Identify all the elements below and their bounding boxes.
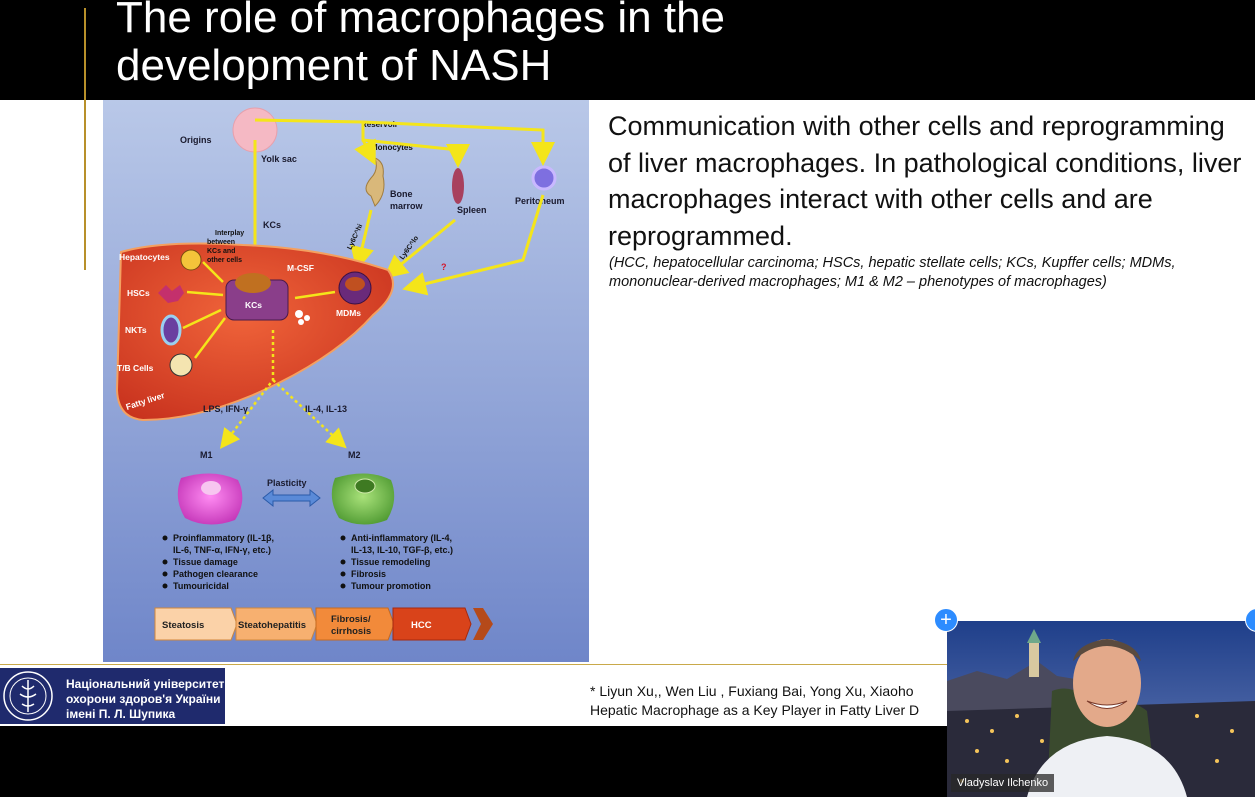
spleen-label: Spleen <box>457 205 487 215</box>
svg-text:Tumour promotion: Tumour promotion <box>351 581 431 591</box>
reference-line-1: * Liyun Xu,, Wen Liu , Fuxiang Bai, Yong… <box>590 683 914 699</box>
stage-steatohepatitis <box>235 607 318 641</box>
bone-marrow-icon <box>365 157 385 207</box>
question-mark: ? <box>441 262 447 272</box>
svg-text:Anti-inflammatory (IL-4,: Anti-inflammatory (IL-4, <box>351 533 452 543</box>
svg-text:Tumouricidal: Tumouricidal <box>173 581 229 591</box>
nkt-icon <box>160 314 182 346</box>
bone-label: Bone <box>390 189 413 199</box>
stage-steatosis-label: Steatosis <box>162 620 204 631</box>
add-annotation-button[interactable]: + <box>934 608 958 632</box>
hscs-label: HSCs <box>127 288 150 298</box>
slide-body: Origins Yolk sac Reservoir Monocytes Bon… <box>0 100 1255 726</box>
m2-label: M2 <box>348 450 361 460</box>
svg-text:Tissue remodeling: Tissue remodeling <box>351 557 430 567</box>
stage-hcc <box>392 607 472 641</box>
macrophage-figure: Origins Yolk sac Reservoir Monocytes Bon… <box>103 100 589 662</box>
hepatocyte-icon <box>180 249 202 271</box>
origins-label: Origins <box>180 135 212 145</box>
yolk-sac-label: Yolk sac <box>261 154 297 164</box>
m2-properties-list: Anti-inflammatory (IL-4, IL-13, IL-10, T… <box>340 533 453 591</box>
m2-cell-icon <box>331 473 395 525</box>
interplay-label-2: between <box>207 239 235 246</box>
abbreviation-note: (HCC, hepatocellular carcinoma; HSCs, he… <box>609 254 1255 292</box>
slide-header: The role of macrophages in the developme… <box>0 0 1255 100</box>
participant-video-tile[interactable]: Vladyslav Ilchenko <box>947 621 1255 797</box>
tb-cells-label: T/B Cells <box>117 363 154 373</box>
svg-text:Pathogen clearance: Pathogen clearance <box>173 569 258 579</box>
video-feed-image <box>947 621 1255 797</box>
kcs-origin-label: KCs <box>263 220 281 230</box>
m1-cell-icon <box>177 473 243 525</box>
plus-icon: + <box>940 609 952 631</box>
university-logo-banner: Національний університет охорони здоров'… <box>0 668 225 724</box>
svg-text:Tissue damage: Tissue damage <box>173 557 238 567</box>
slide-title: The role of macrophages in the developme… <box>116 0 726 90</box>
svg-text:Proinflammatory (IL-1β,: Proinflammatory (IL-1β, <box>173 533 274 543</box>
mdms-label: MDMs <box>336 308 361 318</box>
lps-label: LPS, IFN-γ <box>203 404 248 414</box>
stage-fibrosis-label: Fibrosis/ <box>331 614 371 625</box>
stage-fibrosis <box>315 607 395 641</box>
reference-citation: * Liyun Xu,, Wen Liu , Fuxiang Bai, Yong… <box>590 682 946 720</box>
interplay-label-3: KCs and <box>207 248 235 255</box>
slide-body-text: Communication with other cells and repro… <box>608 111 1242 251</box>
stage-steatosis <box>154 607 238 641</box>
interplay-label-4: other cells <box>207 257 242 264</box>
hepatocytes-label: Hepatocytes <box>119 252 170 262</box>
abbreviation-note-line-1: (HCC, hepatocellular carcinoma; HSCs, he… <box>609 255 1176 271</box>
reference-line-2: Hepatic Macrophage as a Key Player in Fa… <box>590 702 920 718</box>
hsc-icon <box>158 285 184 303</box>
interplay-label-1: Interplay <box>215 230 244 237</box>
stage-end-chevron-icon <box>473 608 493 640</box>
peritoneum-icon <box>531 165 557 191</box>
stage-hcc-label: HCC <box>411 620 432 631</box>
plasticity-label: Plasticity <box>267 478 307 488</box>
reservoir-label: Reservoir <box>361 120 398 129</box>
nkts-label: NKTs <box>125 325 147 335</box>
disease-stage-bar <box>154 607 493 641</box>
spleen-icon <box>452 168 464 204</box>
university-emblem-icon <box>3 671 53 721</box>
svg-text:IL-13, IL-10, TGF-β, etc.): IL-13, IL-10, TGF-β, etc.) <box>351 545 453 555</box>
m-csf-label: M-CSF <box>287 263 314 273</box>
monocytes-label: Monocytes <box>371 143 413 152</box>
liver-shape <box>115 242 394 422</box>
il4-label: IL-4, IL-13 <box>305 404 347 414</box>
svg-text:Fibrosis: Fibrosis <box>351 569 386 579</box>
tb-cell-icon <box>169 353 193 377</box>
stage-steatohepatitis-label: Steatohepatitis <box>238 620 306 631</box>
university-name-line-2: охорони здоров'я України <box>66 692 221 706</box>
accent-divider <box>84 8 86 270</box>
stage-cirrhosis-label: cirrhosis <box>331 626 371 637</box>
university-name: Національний університет охорони здоров'… <box>66 677 226 722</box>
footer-divider <box>0 664 1255 665</box>
participant-name-label: Vladyslav Ilchenko <box>951 774 1055 792</box>
marrow-label: marrow <box>390 201 424 211</box>
m1-properties-list: Proinflammatory (IL-1β, IL-6, TNF-α, IFN… <box>162 533 274 591</box>
university-name-line-1: Національний університет <box>66 677 225 691</box>
kcs-label: KCs <box>245 300 262 310</box>
svg-text:IL-6, TNF-α, IFN-γ, etc.): IL-6, TNF-α, IFN-γ, etc.) <box>173 545 271 555</box>
m1-label: M1 <box>200 450 213 460</box>
plasticity-arrow-icon <box>262 488 321 508</box>
abbreviation-note-line-2: mononuclear-derived macrophages; M1 & M2… <box>609 274 1107 290</box>
university-name-line-3: імені П. Л. Шупика <box>66 707 176 721</box>
